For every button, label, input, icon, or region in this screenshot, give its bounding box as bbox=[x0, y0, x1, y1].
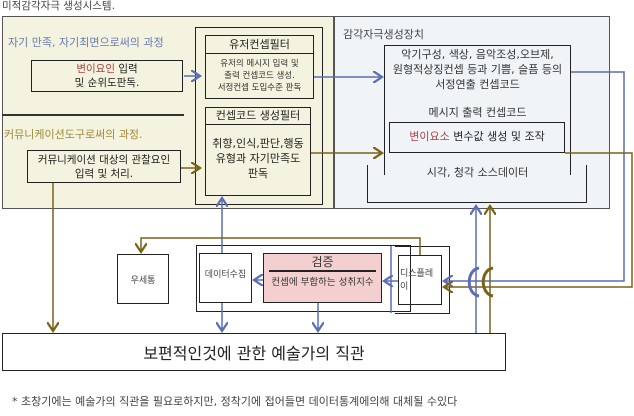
arrow-concept-to-display bbox=[444, 71, 625, 281]
source-data-bracket bbox=[367, 165, 587, 203]
data-collection-label: 데이터수집 bbox=[204, 270, 247, 280]
filter-container bbox=[195, 27, 323, 205]
concept-line3: 서정연출 컨셉코드 bbox=[435, 78, 520, 91]
variation-factor-text: 변이요인 bbox=[76, 63, 115, 75]
left-panel bbox=[2, 16, 334, 209]
concept-line1: 악기구성, 색상, 음악조성,오브제, bbox=[401, 48, 554, 61]
section-self-satisfaction-label: 자기 만족, 자기최면으로써의 과정 bbox=[8, 36, 164, 49]
communication-line2: 입력 및 처리. bbox=[74, 168, 134, 180]
line-hop-olive bbox=[481, 266, 494, 298]
variation-input-box: 변이요인 입력 및 순위도판독. bbox=[31, 60, 183, 92]
arrow-variant-to-display bbox=[444, 152, 633, 287]
line-hop-blue bbox=[467, 266, 480, 298]
variation-input-text: 입력 bbox=[114, 63, 138, 75]
user-filter-line1: 유저의 메시지 입력 및 bbox=[220, 59, 299, 69]
variant-element-box: 변이요소 변수값 생성 및 조작 bbox=[389, 122, 565, 153]
arrow-display-to-mailbox bbox=[141, 237, 421, 255]
verification-title: 검증 bbox=[311, 255, 334, 269]
user-filter-title: 유저컨셉필터 bbox=[206, 36, 313, 54]
ranking-text: 및 순위도판독. bbox=[74, 77, 140, 89]
right-panel bbox=[334, 16, 610, 209]
section-communication-label: 커뮤니케이션도구로써의 과정. bbox=[4, 128, 143, 141]
concept-code-filter: 컨셉코드 생성필터 취향,인식,판단,행동 유형과 자기만족도 판독 bbox=[205, 107, 311, 196]
concept-filter-title: 컨셉코드 생성필터 bbox=[206, 108, 310, 125]
user-filter-line2: 출력 컨셉코드 생성. bbox=[224, 71, 295, 81]
source-data-label: 시각, 청각 소스데이터 bbox=[426, 166, 529, 179]
data-collection-box: 데이터수집 bbox=[199, 253, 252, 303]
concept-code-box bbox=[384, 45, 571, 175]
communication-input-box: 커뮤니케이션 대상의 관찰요인 입력 및 처리. bbox=[27, 150, 181, 183]
display-label: 디스플레이 bbox=[400, 269, 434, 292]
user-filter-line3: 서정컨셉 도입수준 판독 bbox=[217, 83, 302, 93]
stimulus-device-label: 감각자극생성장치 bbox=[343, 28, 424, 41]
section-divider bbox=[2, 114, 184, 116]
concept-filter-line2: 유형과 자기만족도 bbox=[215, 152, 301, 165]
concept-line2: 원형적상징컨셉 등과 기쁨, 슬픔 등의 bbox=[392, 63, 563, 76]
variant-element-text: 변이요소 bbox=[409, 130, 450, 143]
artist-intuition-text: 보편적인것에 관한 예술가의 직관 bbox=[143, 344, 365, 363]
communication-line1: 커뮤니케이션 대상의 관찰요인 bbox=[37, 154, 171, 166]
user-concept-filter: 유저컨셉필터 유저의 메시지 입력 및 출력 컨셉코드 생성. 서정컨셉 도입수… bbox=[205, 35, 314, 99]
mailbox-label: 우세통 bbox=[130, 275, 156, 286]
verification-container bbox=[196, 245, 411, 312]
concept-filter-line1: 취향,인식,판단,행동 bbox=[212, 137, 304, 150]
concept-code-text: 악기구성, 색상, 음악조성,오브제, 원형적상징컨셉 등과 기쁨, 슬픔 등의… bbox=[384, 47, 571, 92]
footnote: * 초창기에는 예술가의 직관을 필요로하지만, 정착기에 접어들면 데이터통계… bbox=[12, 395, 458, 408]
achievement-index-text: 컨셉에 부합하는 성취지수 bbox=[271, 276, 374, 288]
verification-box: 검증 컨셉에 부합하는 성취지수 bbox=[263, 253, 382, 303]
concept-filter-line3: 판독 bbox=[247, 167, 269, 180]
variant-value-text: 변수값 생성 및 조작 bbox=[449, 130, 545, 143]
mailbox-box: 우세통 bbox=[117, 254, 169, 304]
display-box: 디스플레이 bbox=[398, 255, 442, 305]
artist-intuition-box: 보편적인것에 관한 예술가의 직관 bbox=[2, 333, 506, 371]
diagram-title: 미적감각자극 생성시스템. bbox=[2, 0, 115, 12]
message-output-label: 메시지 출력 컨셉코드 bbox=[428, 106, 527, 119]
